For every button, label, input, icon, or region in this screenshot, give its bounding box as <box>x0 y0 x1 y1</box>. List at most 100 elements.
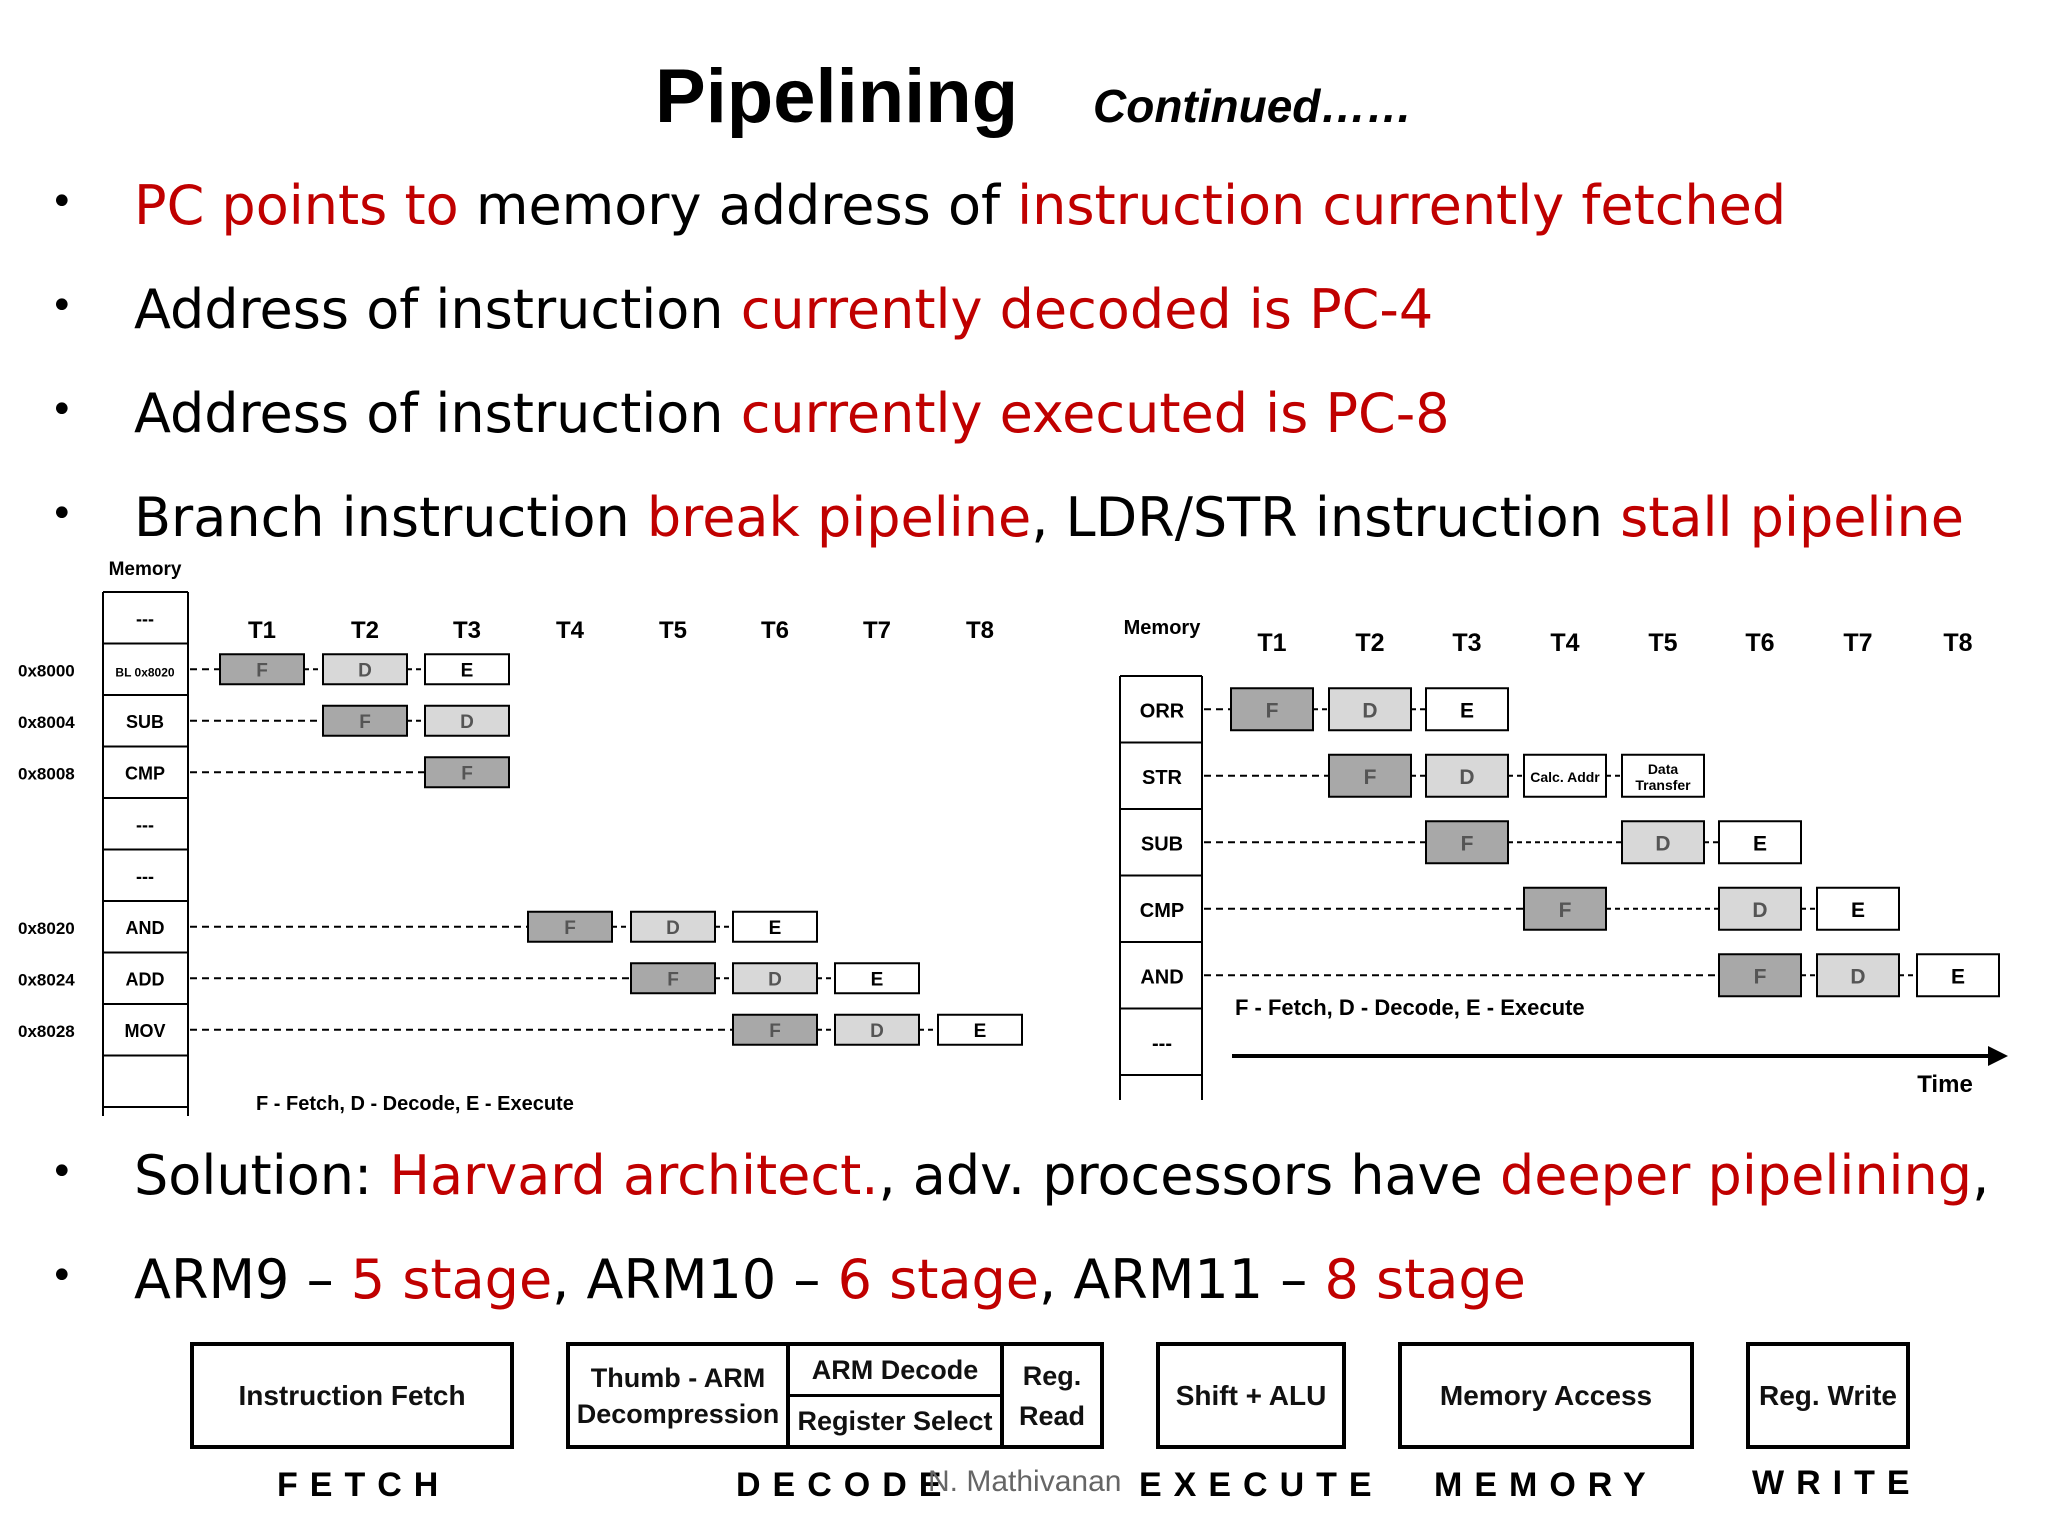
decode-arm-decode: ARM Decode <box>790 1346 1000 1394</box>
memory-instruction-left: CMP <box>125 763 165 783</box>
stage-label: E <box>769 918 782 939</box>
stage-box <box>1718 953 1802 998</box>
stage-box-d <box>732 962 818 995</box>
bullet-segment: Address of instruction <box>134 278 741 341</box>
stage-box-e <box>834 962 920 995</box>
stage-box <box>1523 886 1607 931</box>
stage-label: Calc. Addr <box>1530 769 1600 785</box>
time-header-right: T8 <box>1943 629 1972 657</box>
bullet-item: • Address of instruction currently decode… <box>50 272 2030 352</box>
decode-box: Thumb - ARM Decompression ARM Decode Reg… <box>566 1342 1104 1449</box>
shift-alu-text: Shift + ALU <box>1175 1379 1327 1411</box>
time-header-left: T2 <box>351 617 379 644</box>
bullet-dot-icon: • <box>50 491 74 537</box>
memory-address-left: 0x8028 <box>18 1022 75 1041</box>
stage-label: D <box>666 918 680 939</box>
stage-box-e <box>732 910 818 943</box>
instruction-fetch-box: Instruction Fetch <box>190 1342 514 1449</box>
stage-box-f <box>732 1013 818 1046</box>
memory-instruction-right: SUB <box>1141 833 1183 855</box>
stage-box-f <box>322 704 408 737</box>
author-credit: N. Mathivanan <box>928 1465 1122 1498</box>
bullet-highlight: stall pipeline <box>1620 486 1964 549</box>
memory-instruction-left: SUB <box>126 712 164 732</box>
stage-box-f <box>424 756 510 789</box>
time-header-right: T2 <box>1355 629 1384 657</box>
bullet-text: ARM9 – 5 stage, ARM10 – 6 stage, ARM11 –… <box>134 1242 1526 1318</box>
memory-label-left: Memory <box>109 559 182 580</box>
bullet-item: •Solution: Harvard architect., adv. proc… <box>50 1138 2030 1218</box>
bullet-segment: , ARM11 – <box>1039 1248 1325 1311</box>
bullet-segment: Solution: <box>134 1144 390 1207</box>
bullet-segment: , LDR/STR instruction <box>1031 486 1621 549</box>
stage-label: E <box>871 969 884 990</box>
memory-address-left: 0x8024 <box>18 970 75 989</box>
time-header-left: T4 <box>556 617 585 644</box>
memory-instruction-left: --- <box>136 866 154 886</box>
memory-instruction-right: CMP <box>1140 900 1184 922</box>
stage-label: F <box>1559 899 1572 922</box>
stage-label-execute: EXECUTE <box>1139 1466 1384 1504</box>
time-header-left: T1 <box>248 617 276 644</box>
stage-label: D <box>460 712 474 733</box>
instruction-fetch-text: Instruction Fetch <box>238 1379 466 1411</box>
time-header-left: T5 <box>659 617 687 644</box>
bullet-segment: Address of instruction <box>134 382 741 445</box>
bullet-dot-icon: • <box>50 283 74 329</box>
stage-label-fetch: FETCH <box>277 1466 451 1504</box>
bullet-text: Solution: Harvard architect., adv. proce… <box>134 1138 1989 1214</box>
decode-divider-h <box>790 1394 1000 1397</box>
bullet-segment: ARM9 – <box>134 1248 351 1311</box>
memory-label-right: Memory <box>1124 617 1202 639</box>
slide-title: Pipelining <box>655 54 1019 139</box>
stage-box-e <box>424 653 510 686</box>
time-header-left: T7 <box>863 617 891 644</box>
time-label: Time <box>1917 1071 1973 1098</box>
bullet-highlight: PC points to <box>134 174 459 237</box>
time-header-right: T4 <box>1550 629 1579 657</box>
stage-label: D <box>1655 832 1670 855</box>
stage-label: D <box>1752 899 1767 922</box>
decode-decompression-text: Thumb - ARM Decompression <box>576 1362 780 1429</box>
stage-label: D <box>1850 965 1865 988</box>
stage-label: F <box>256 660 268 681</box>
time-header-right: T3 <box>1452 629 1481 657</box>
decode-divider-1 <box>786 1346 790 1445</box>
bullet-highlight: instruction currently fetched <box>1017 174 1787 237</box>
bullet-segment: memory address of <box>458 174 1018 237</box>
time-arrow-icon <box>1988 1046 2008 1066</box>
stage-label: E <box>1851 899 1865 922</box>
stage-label: F <box>461 763 473 784</box>
time-header-right: T7 <box>1843 629 1872 657</box>
stage-label-decode: DECODE <box>736 1466 954 1504</box>
stage-label: E <box>1460 699 1474 722</box>
bullet-segment: , adv. processors have <box>878 1144 1500 1207</box>
bullet-highlight: Harvard architect. <box>389 1144 879 1207</box>
stage-box <box>1816 886 1900 931</box>
stage-label: D <box>358 660 372 681</box>
stage-box <box>1621 753 1705 798</box>
bullet-highlight: 5 stage <box>350 1248 553 1311</box>
decode-divider-2 <box>1000 1346 1004 1445</box>
memory-instruction-left: --- <box>136 815 154 835</box>
bullet-segment: , ARM10 – <box>552 1248 838 1311</box>
bullet-highlight: currently decoded is PC-4 <box>740 278 1434 341</box>
reg-write-text: Reg. Write <box>1759 1379 1897 1411</box>
stage-label: D <box>1362 699 1377 722</box>
stage-box-d <box>424 704 510 737</box>
bullet-segment: Branch instruction <box>134 486 647 549</box>
bullet-highlight: break pipeline <box>646 486 1032 549</box>
bullet-highlight: deeper pipelining <box>1499 1144 1973 1207</box>
bullet-item: •ARM9 – 5 stage, ARM10 – 6 stage, ARM11 … <box>50 1242 2030 1322</box>
memory-address-left: 0x8004 <box>18 713 75 732</box>
stage-label: E <box>1951 965 1965 988</box>
bullet-segment: , <box>1972 1144 1990 1207</box>
stage-label: Data <box>1648 761 1679 777</box>
time-header-left: T8 <box>966 617 994 644</box>
stage-box-f <box>527 910 613 943</box>
memory-address-left: 0x8008 <box>18 764 75 783</box>
decode-reg-read: Reg. Read <box>1004 1346 1100 1445</box>
memory-address-left: 0x8020 <box>18 919 75 938</box>
stage-box <box>1425 820 1509 865</box>
